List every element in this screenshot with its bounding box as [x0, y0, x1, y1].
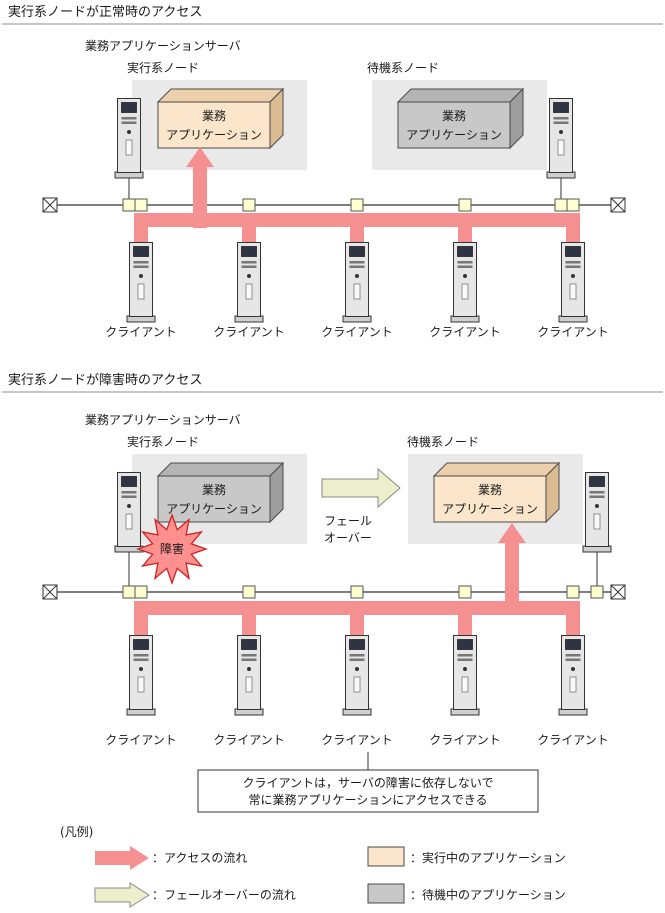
- access-flow-arrow: [134, 147, 580, 244]
- app-label-line2: アプリケーション: [442, 502, 538, 516]
- bus-tap: [566, 585, 580, 599]
- server-group-label: 業務アプリケーションサーバ: [85, 413, 241, 427]
- bus-tap: [566, 198, 580, 212]
- running-application-box: 業務 アプリケーション: [156, 87, 285, 150]
- bus-tap: [122, 585, 136, 599]
- client-label: クライアント: [321, 325, 393, 339]
- section-title: 実行系ノードが障害時のアクセス: [8, 372, 202, 388]
- active-node-label: 実行系ノード: [127, 60, 199, 75]
- client-label: クライアント: [537, 733, 609, 747]
- note-line2: 常に業務アプリケーションにアクセスできる: [249, 793, 488, 807]
- legend-standby-app-label: ：待機中のアプリケーション: [410, 887, 566, 902]
- legend-access-flow-label: ：アクセスの流れ: [152, 851, 247, 865]
- client-label: クライアント: [105, 733, 177, 747]
- client-label: クライアント: [321, 733, 393, 747]
- failover-arrow: [321, 467, 401, 509]
- access-flow-sample-icon: [95, 846, 149, 870]
- bus-terminator-left-icon: [42, 584, 58, 600]
- bus-tap: [458, 585, 472, 599]
- client-label: クライアント: [537, 325, 609, 339]
- client-icon: [558, 635, 588, 716]
- bus-tap: [350, 198, 364, 212]
- app-label-line2: アプリケーション: [406, 128, 502, 142]
- app-label-line2: アプリケーション: [166, 502, 262, 516]
- standby-server-icon: [546, 98, 576, 179]
- client-icon: [234, 635, 264, 716]
- active-node-label: 実行系ノード: [127, 434, 199, 449]
- access-flow-arrow: [134, 523, 580, 637]
- standby-node-label: 待機系ノード: [367, 60, 439, 75]
- failover-label-line2: オーバー: [324, 531, 372, 545]
- failure-label: 障害: [160, 541, 184, 556]
- bus-tap: [122, 198, 136, 212]
- legend-failover-flow-label: ：フェールオーバーの流れ: [152, 888, 296, 902]
- standby-node-label: 待機系ノード: [407, 434, 479, 449]
- bus-tap: [590, 585, 604, 599]
- client-icon: [342, 242, 372, 323]
- standby-app-swatch: [367, 883, 405, 904]
- active-server-icon: [114, 472, 144, 553]
- active-server-icon: [114, 98, 144, 179]
- legend-running-app-label: ：実行中のアプリケーション: [410, 850, 566, 865]
- app-label-line1: 業務: [202, 483, 226, 497]
- client-icon: [126, 242, 156, 323]
- app-label-line1: 業務: [442, 109, 466, 123]
- note-box: クライアントは，サーバの障害に依存しないで 常に業務アプリケーションにアクセスで…: [197, 769, 539, 813]
- failover-label-line1: フェール: [324, 514, 372, 528]
- bus-tap: [554, 198, 568, 212]
- client-label: クライアント: [429, 325, 501, 339]
- bus-tap: [242, 198, 256, 212]
- failed-application-box: 業務 アプリケーション: [156, 461, 285, 524]
- client-label: クライアント: [429, 733, 501, 747]
- section-title: 実行系ノードが正常時のアクセス: [8, 4, 202, 20]
- client-label: クライアント: [213, 733, 285, 747]
- server-group-label: 業務アプリケーションサーバ: [85, 39, 241, 53]
- bus-tap: [134, 585, 148, 599]
- client-icon: [450, 635, 480, 716]
- app-label-line1: 業務: [478, 483, 502, 497]
- client-icon: [234, 242, 264, 323]
- legend-title: (凡例): [60, 825, 93, 839]
- client-icon: [450, 242, 480, 323]
- legend: (凡例) ：アクセスの流れ ：フェールオーバーの流れ ：実行中のアプリケーション…: [60, 825, 566, 908]
- bus-tap: [242, 585, 256, 599]
- bus-tap: [458, 198, 472, 212]
- bus-tap: [350, 585, 364, 599]
- section-failure: 実行系ノードが障害時のアクセス 業務アプリケーションサーバ 実行系ノード 待機系…: [2, 372, 663, 813]
- failure-burst: 障害: [136, 513, 208, 585]
- section-normal: 実行系ノードが正常時のアクセス 業務アプリケーションサーバ 実行系ノード 待機系…: [2, 4, 663, 339]
- client-icon: [126, 635, 156, 716]
- running-application-box: 業務 アプリケーション: [432, 461, 561, 524]
- client-icon: [558, 242, 588, 323]
- client-icon: [342, 635, 372, 716]
- standby-server-icon: [582, 472, 612, 553]
- app-label-line1: 業務: [202, 109, 226, 123]
- note-line1: クライアントは，サーバの障害に依存しないで: [242, 775, 493, 790]
- client-label: クライアント: [213, 325, 285, 339]
- bus-terminator-left-icon: [42, 197, 58, 213]
- bus-terminator-right-icon: [610, 584, 626, 600]
- bus-tap: [134, 198, 148, 212]
- bus-terminator-right-icon: [610, 197, 626, 213]
- standby-application-box: 業務 アプリケーション: [396, 87, 525, 150]
- running-app-swatch: [367, 846, 405, 867]
- client-label: クライアント: [105, 325, 177, 339]
- app-label-line2: アプリケーション: [166, 128, 262, 142]
- failover-flow-sample-icon: [94, 882, 150, 908]
